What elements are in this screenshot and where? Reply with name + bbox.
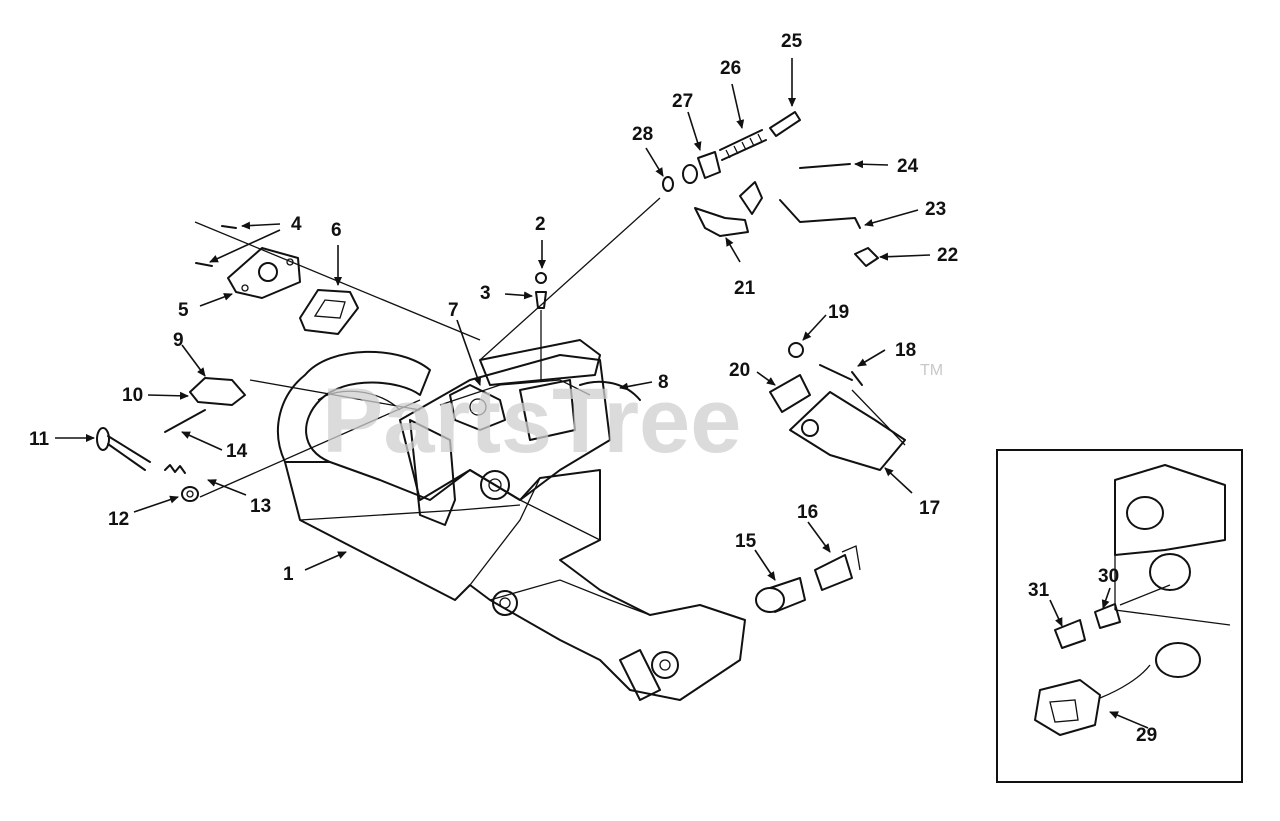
inset-detail [996, 449, 1243, 783]
callout-3: 3 [480, 283, 491, 304]
callout-13: 13 [250, 496, 271, 517]
trademark-mark: TM [920, 362, 943, 379]
callout-15: 15 [735, 531, 757, 552]
callout-14: 14 [226, 441, 248, 462]
callout-16: 16 [797, 502, 818, 523]
callout-20: 20 [729, 360, 750, 381]
callout-27: 27 [672, 91, 693, 112]
leader-lines [55, 58, 1149, 729]
watermark-text: PartsTree [322, 370, 741, 472]
callout-18: 18 [895, 340, 916, 361]
bushing-15-16 [755, 545, 861, 613]
callout-5: 5 [178, 300, 189, 321]
callout-23: 23 [925, 199, 946, 220]
gasket-6 [299, 289, 359, 335]
callout-8: 8 [658, 372, 669, 393]
knob-11 [96, 427, 151, 471]
callout-4: 4 [291, 214, 302, 235]
washer-12 [181, 399, 421, 502]
callout-25: 25 [781, 31, 803, 52]
callout-11: 11 [29, 429, 50, 450]
callout-10: 10 [122, 385, 143, 406]
callout-26: 26 [720, 58, 741, 79]
spring-bracket-9-10 [189, 377, 421, 411]
callout-2: 2 [535, 214, 546, 235]
callout-9: 9 [173, 330, 184, 351]
spring-13 [164, 464, 186, 474]
linkage-21-28 [479, 111, 879, 361]
callout-labels: 1 2 3 4 5 6 7 8 9 10 11 12 13 14 15 16 1… [29, 31, 1157, 746]
callout-22: 22 [937, 245, 958, 266]
pin-14 [164, 409, 206, 433]
callout-28: 28 [632, 124, 653, 145]
callout-31: 31 [1028, 580, 1050, 601]
callout-7: 7 [448, 300, 459, 321]
main-housing [277, 339, 746, 701]
callout-6: 6 [331, 220, 342, 241]
callout-12: 12 [108, 509, 129, 530]
nipple-2-3 [535, 272, 547, 380]
callout-17: 17 [919, 498, 940, 519]
callout-30: 30 [1098, 566, 1119, 587]
callout-1: 1 [283, 564, 294, 585]
pulse-unit-17-20 [769, 342, 906, 471]
callout-19: 19 [828, 302, 849, 323]
callout-29: 29 [1136, 725, 1157, 746]
callout-24: 24 [897, 156, 919, 177]
hose-8 [579, 380, 641, 401]
callout-21: 21 [734, 278, 756, 299]
